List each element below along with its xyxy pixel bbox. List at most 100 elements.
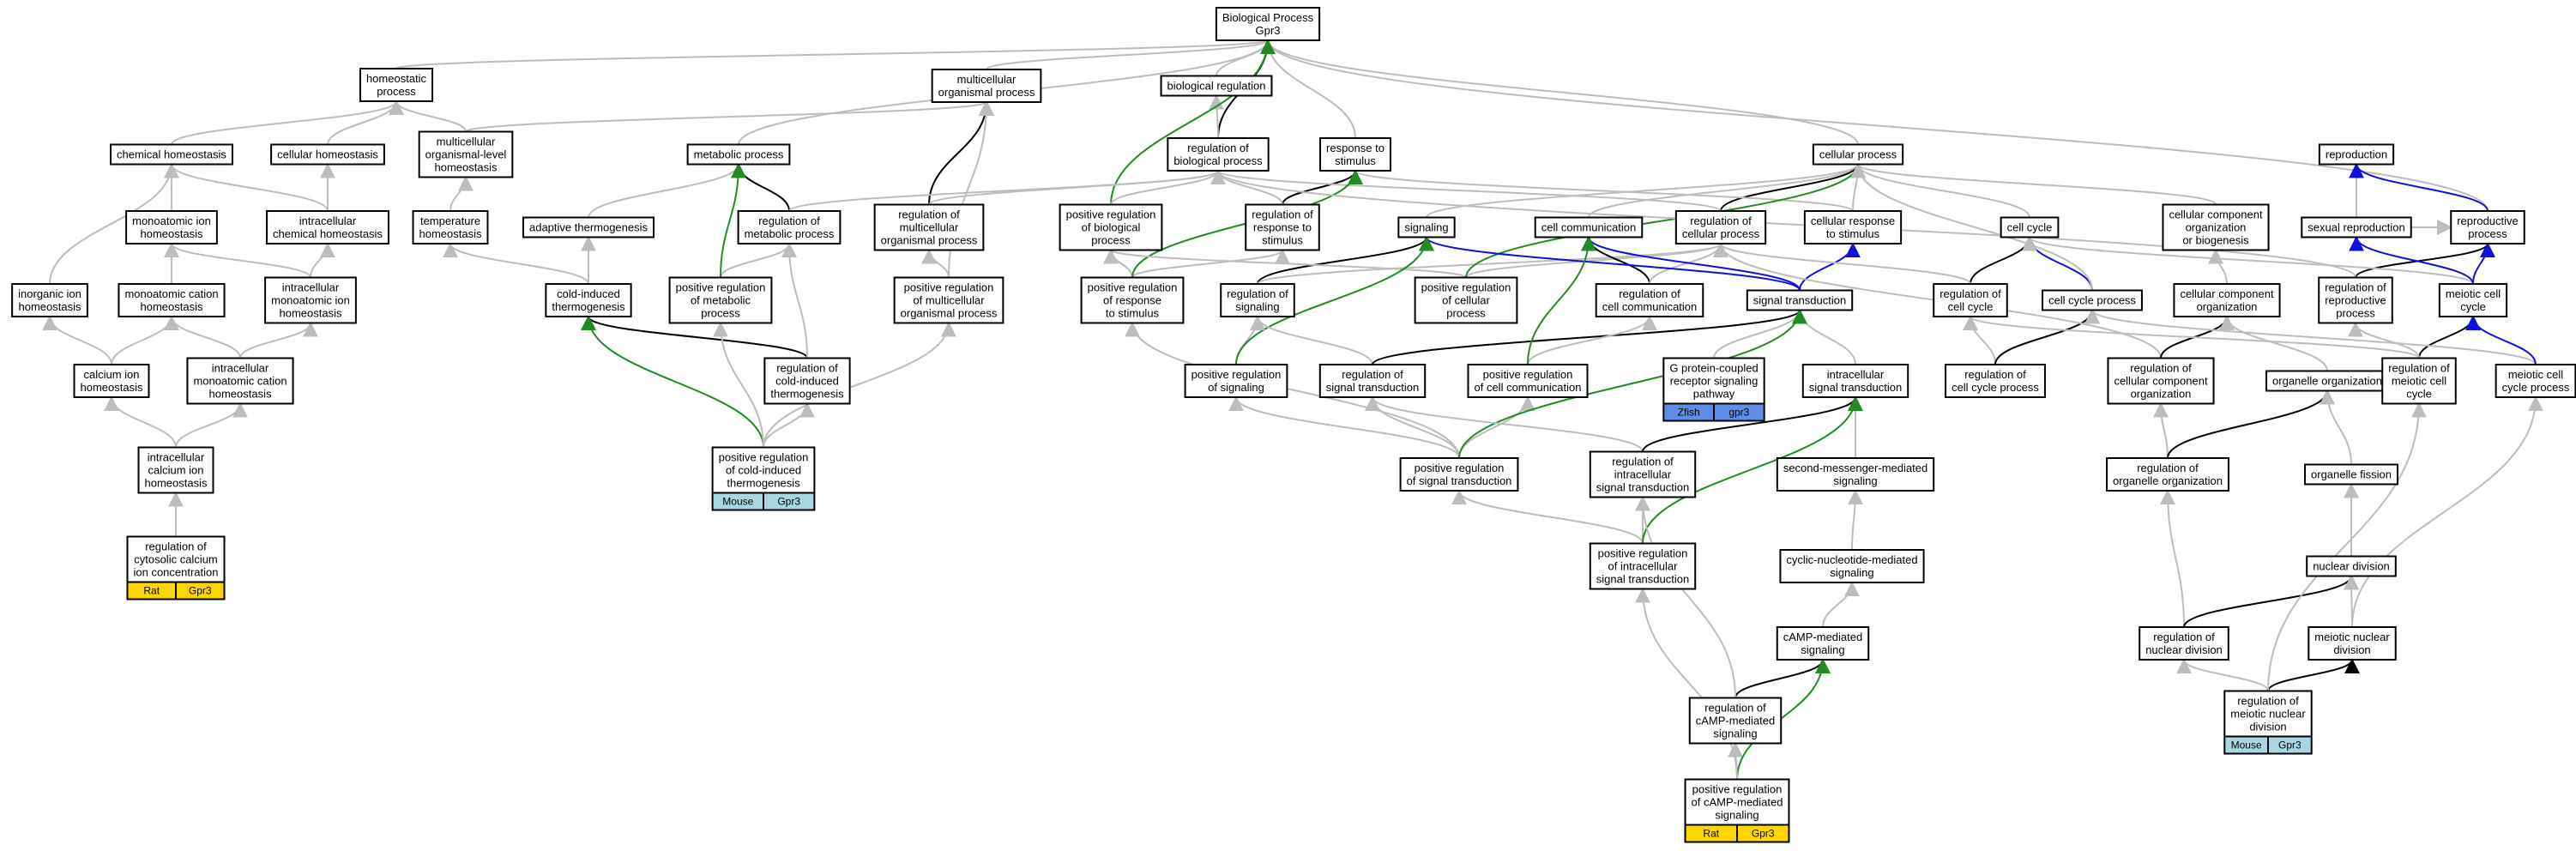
relationship-edge <box>1228 395 1460 459</box>
node-label-line: metabolic process <box>694 148 784 161</box>
node-label-line: cold-induced <box>775 375 839 388</box>
go-term-node-cellcycle[interactable]: cell cycle <box>2000 216 2060 238</box>
go-term-node-sigtrans[interactable]: signal transduction <box>1746 289 1854 311</box>
edge-regcold-to-coldtherm <box>581 315 808 359</box>
edge-regmeionuc-to-meionuc <box>2267 658 2360 691</box>
go-term-node-orgfiss[interactable]: organelle fission <box>2304 463 2398 486</box>
node-label-line: regulation of <box>2388 362 2450 375</box>
edge-posregicst-to-icst <box>1642 395 1863 544</box>
go-term-node-adapt[interactable]: adaptive thermogenesis <box>522 216 655 238</box>
node-label-line: process <box>1091 234 1131 247</box>
node-label-line: meiotic cell <box>2446 287 2501 300</box>
go-term-node-repro[interactable]: reproduction <box>2318 143 2395 166</box>
relationship-edge <box>1465 242 1728 279</box>
go-term-node-chemhomeo[interactable]: chemical homeostasis <box>110 143 233 166</box>
edge-sigtrans-to-cellcomm <box>1581 235 1801 291</box>
relationship-edge <box>713 321 764 448</box>
go-term-node-cellproc[interactable]: cellular process <box>1812 143 1904 166</box>
relationship-edge <box>164 242 311 278</box>
node-box <box>893 276 1004 324</box>
badge-label-right: Gpr3 <box>1752 828 1775 840</box>
node-label-line: cyclic-nucleotide-mediated <box>1786 553 1917 566</box>
go-term-node-metab[interactable]: metabolic process <box>686 143 791 166</box>
edge-cellresp-to-resp <box>1348 169 1854 212</box>
node-label-line: organization <box>2197 300 2258 313</box>
node-label-line: positive regulation <box>1598 547 1688 560</box>
go-term-node-cellhomeo[interactable]: cellular homeostasis <box>270 143 385 166</box>
go-term-node-orgorg[interactable]: organelle organization <box>2265 370 2389 392</box>
go-term-node-ccproc[interactable]: cell cycle process <box>2042 289 2143 311</box>
go-term-node-cellcomm[interactable]: cell communication <box>1534 216 1644 238</box>
relationship-edge <box>1103 248 1467 279</box>
relationship-edge <box>1260 39 1859 145</box>
node-box <box>522 216 655 238</box>
go-term-node-nucdiv[interactable]: nuclear division <box>2306 555 2397 577</box>
edge-cco-to-ccorg <box>2208 248 2228 285</box>
edge-meioticcc-to-cellcycle <box>2022 235 2474 285</box>
go-term-node-bioreg[interactable]: biological regulation <box>1160 75 1273 97</box>
go-term-node-sexrepro[interactable]: sexual reproduction <box>2301 216 2412 238</box>
relationship-edge <box>2022 235 2474 285</box>
node-label-line: meiotic cell <box>2508 368 2563 381</box>
go-term-node-signaling[interactable]: signaling <box>1397 216 1456 238</box>
